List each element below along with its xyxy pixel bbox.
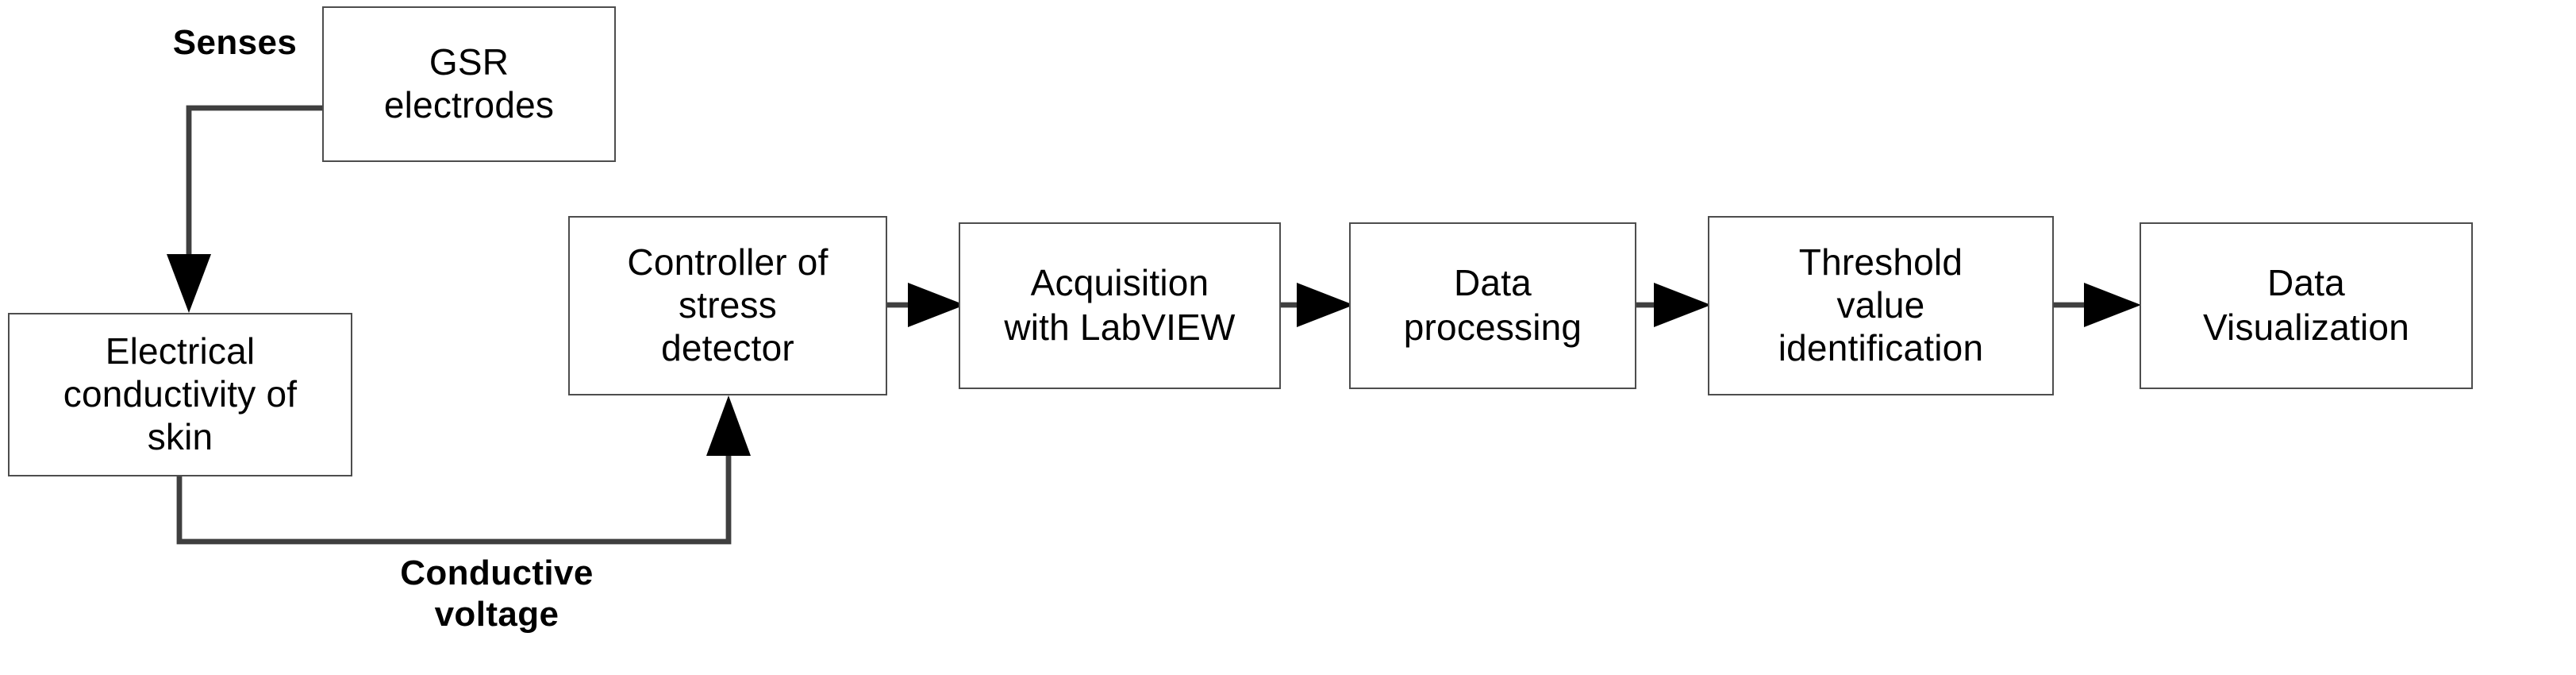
node-gsr-electrodes-label: GSR electrodes (383, 40, 555, 125)
node-threshold[interactable]: Threshold value identification (1708, 216, 2054, 395)
node-electrical-conductivity[interactable]: Electrical conductivity of skin (8, 313, 352, 476)
node-acquisition[interactable]: Acquisition with LabVIEW (959, 222, 1281, 389)
node-data-processing-label: Data processing (1403, 262, 1582, 347)
edge-label-conductive-voltage: Conductive voltage (400, 553, 594, 634)
node-acquisition-label: Acquisition with LabVIEW (1004, 262, 1236, 347)
connector-gsr-to-skin (167, 105, 322, 313)
connector-processing-to-threshold (1635, 283, 1711, 327)
node-data-processing[interactable]: Data processing (1349, 222, 1636, 389)
edge-label-senses: Senses (172, 22, 298, 62)
node-controller-label: Controller of stress detector (627, 241, 829, 369)
node-data-visualization[interactable]: Data Visualization (2140, 222, 2473, 389)
node-threshold-label: Threshold value identification (1778, 241, 1984, 369)
connector-controller-to-acquisition (887, 283, 965, 327)
node-gsr-electrodes[interactable]: GSR electrodes (322, 6, 616, 162)
connector-acquisition-to-processing (1279, 283, 1354, 327)
node-electrical-conductivity-label: Electrical conductivity of skin (63, 330, 298, 458)
node-data-visualization-label: Data Visualization (2202, 262, 2409, 347)
connector-threshold-to-visualization (2052, 283, 2141, 327)
node-controller[interactable]: Controller of stress detector (568, 216, 887, 395)
